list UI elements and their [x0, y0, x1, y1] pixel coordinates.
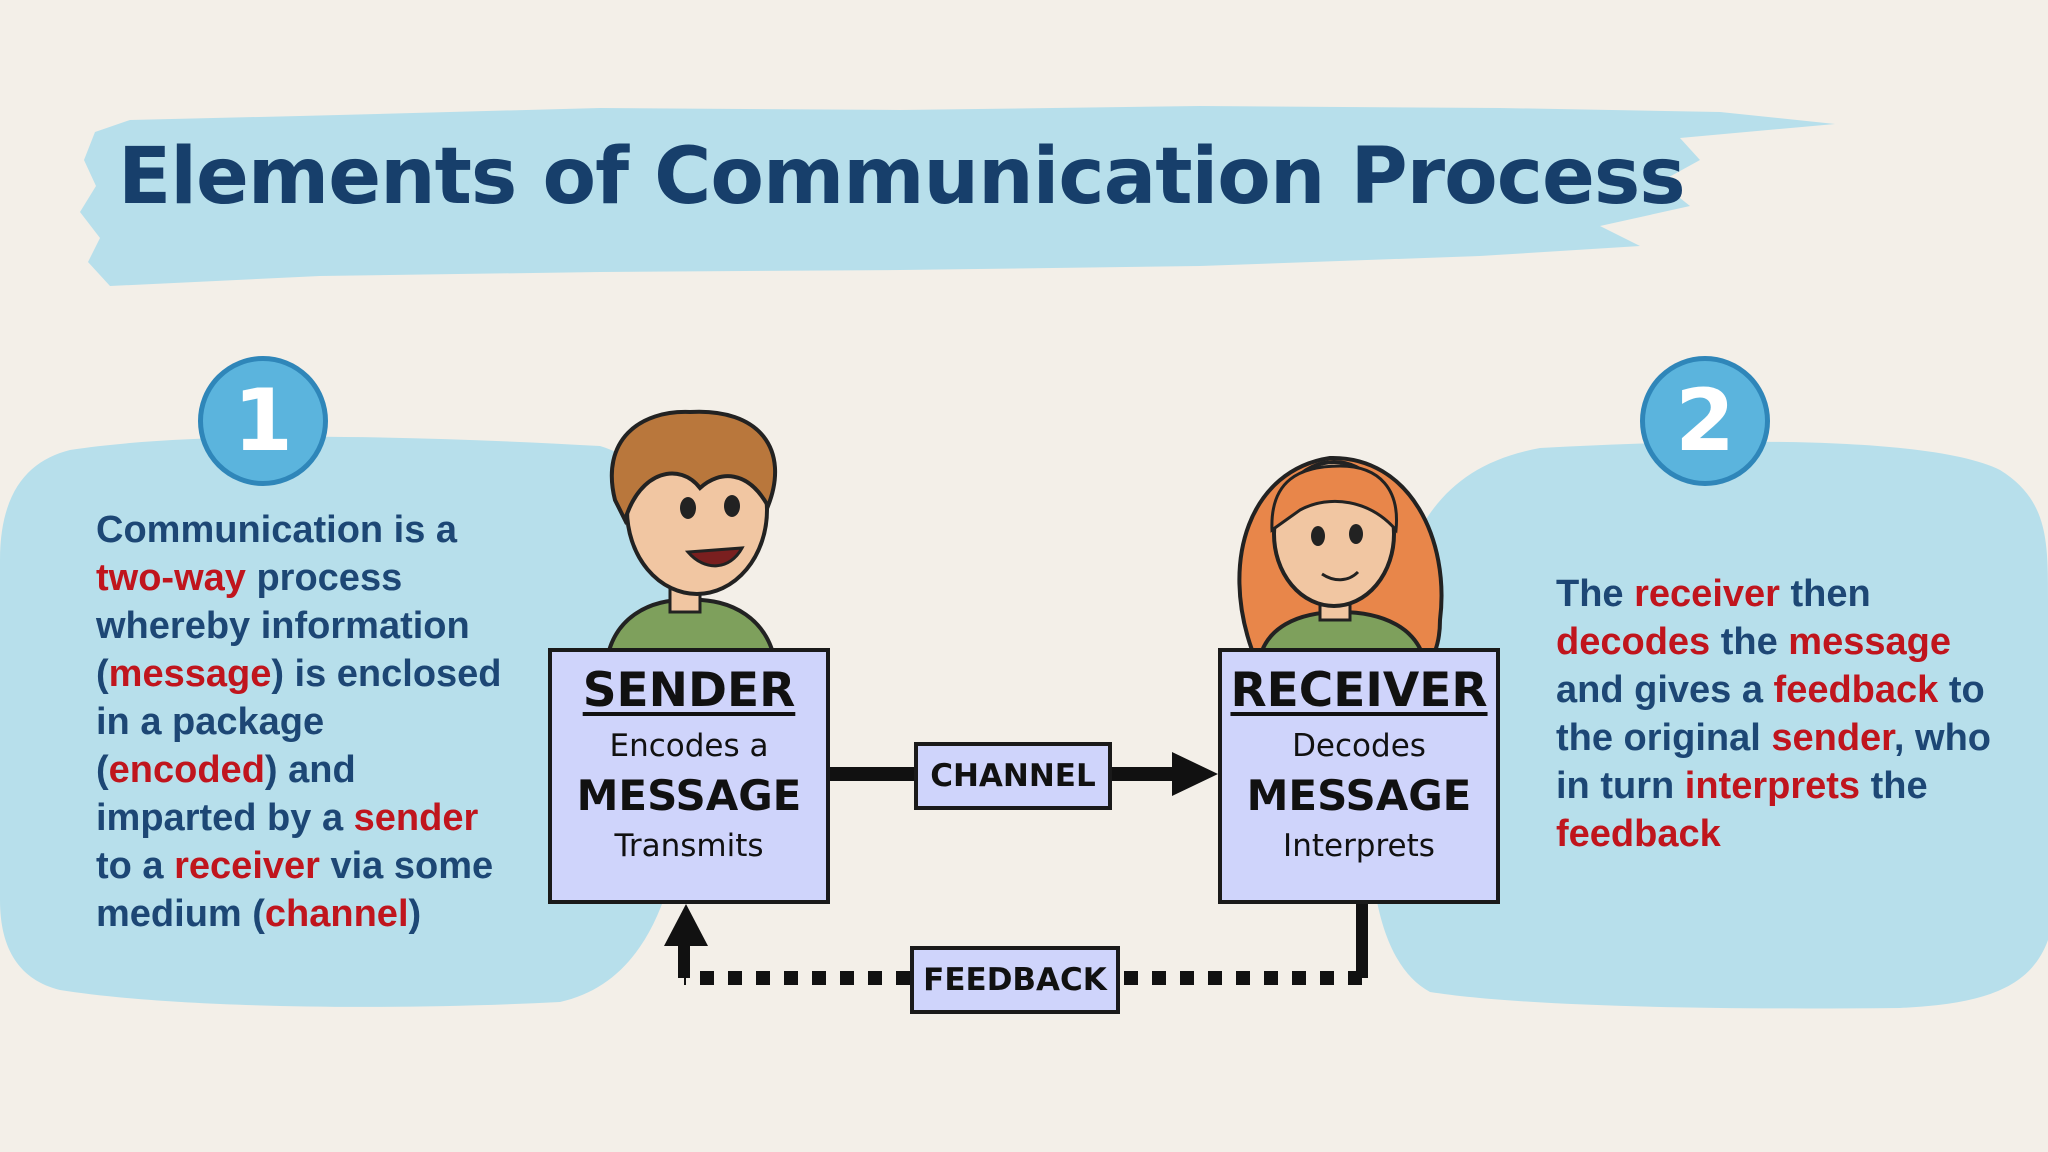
left-info-blob — [0, 436, 693, 1007]
receiver-line-decodes: Decodes — [1292, 728, 1426, 764]
body-text: the — [1710, 621, 1789, 663]
feedback-loop — [664, 902, 1368, 985]
channel-label: CHANNEL — [914, 742, 1112, 810]
sender-box: SENDER Encodes a MESSAGE Transmits — [548, 648, 830, 904]
channel-arrow — [828, 752, 1218, 796]
body-text: via some medium ( — [96, 845, 494, 935]
highlight-term: sender — [1771, 717, 1894, 759]
receiver-character — [1237, 455, 1444, 682]
sender-title: SENDER — [582, 663, 796, 718]
body-text: ) and imparted by a — [96, 749, 356, 839]
sender-line-transmits: Transmits — [614, 828, 764, 864]
step-2-description: The receiver then decodes the message an… — [1556, 570, 2006, 858]
receiver-line-interprets: Interprets — [1283, 828, 1435, 864]
body-text: and gives a — [1556, 669, 1774, 711]
body-text: the — [1860, 765, 1928, 807]
highlight-term: message — [108, 653, 272, 695]
highlight-term: feedback — [1556, 813, 1721, 855]
step-1-description: Communication is a two-way process where… — [96, 506, 516, 938]
highlight-term: encoded — [108, 749, 265, 791]
highlight-term: receiver — [174, 845, 320, 887]
body-text: to a — [96, 845, 175, 887]
body-text: The — [1556, 573, 1635, 615]
body-text: then — [1779, 573, 1871, 615]
highlight-term: interprets — [1684, 765, 1861, 807]
body-text: process whereby information ( — [96, 557, 470, 695]
right-info-blob — [1369, 441, 2048, 1009]
step-1-badge: 1 — [198, 356, 328, 486]
step-2-badge: 2 — [1640, 356, 1770, 486]
highlight-term: receiver — [1634, 573, 1780, 615]
page-title: Elements of Communication Process — [118, 132, 1686, 222]
highlight-term: decodes — [1556, 621, 1711, 663]
body-text: ) is enclosed in a package ( — [96, 653, 502, 791]
highlight-term: channel — [264, 893, 409, 935]
body-text: , who in turn — [1556, 717, 1991, 807]
highlight-term: sender — [353, 797, 479, 839]
sender-line-message: MESSAGE — [576, 771, 802, 820]
sender-character — [603, 409, 779, 670]
highlight-term: two-way — [96, 557, 246, 599]
feedback-label: FEEDBACK — [910, 946, 1120, 1014]
receiver-title: RECEIVER — [1230, 663, 1488, 718]
highlight-term: message — [1788, 621, 1951, 663]
receiver-box: RECEIVER Decodes MESSAGE Interprets — [1218, 648, 1500, 904]
sender-line-encodes: Encodes a — [609, 728, 769, 764]
receiver-line-message: MESSAGE — [1246, 771, 1472, 820]
body-text: ) — [408, 893, 422, 935]
title-brush-stroke — [80, 106, 1835, 286]
highlight-term: feedback — [1773, 669, 1939, 711]
body-text: Communication is a — [96, 509, 458, 551]
body-text: to the original — [1556, 669, 1985, 759]
